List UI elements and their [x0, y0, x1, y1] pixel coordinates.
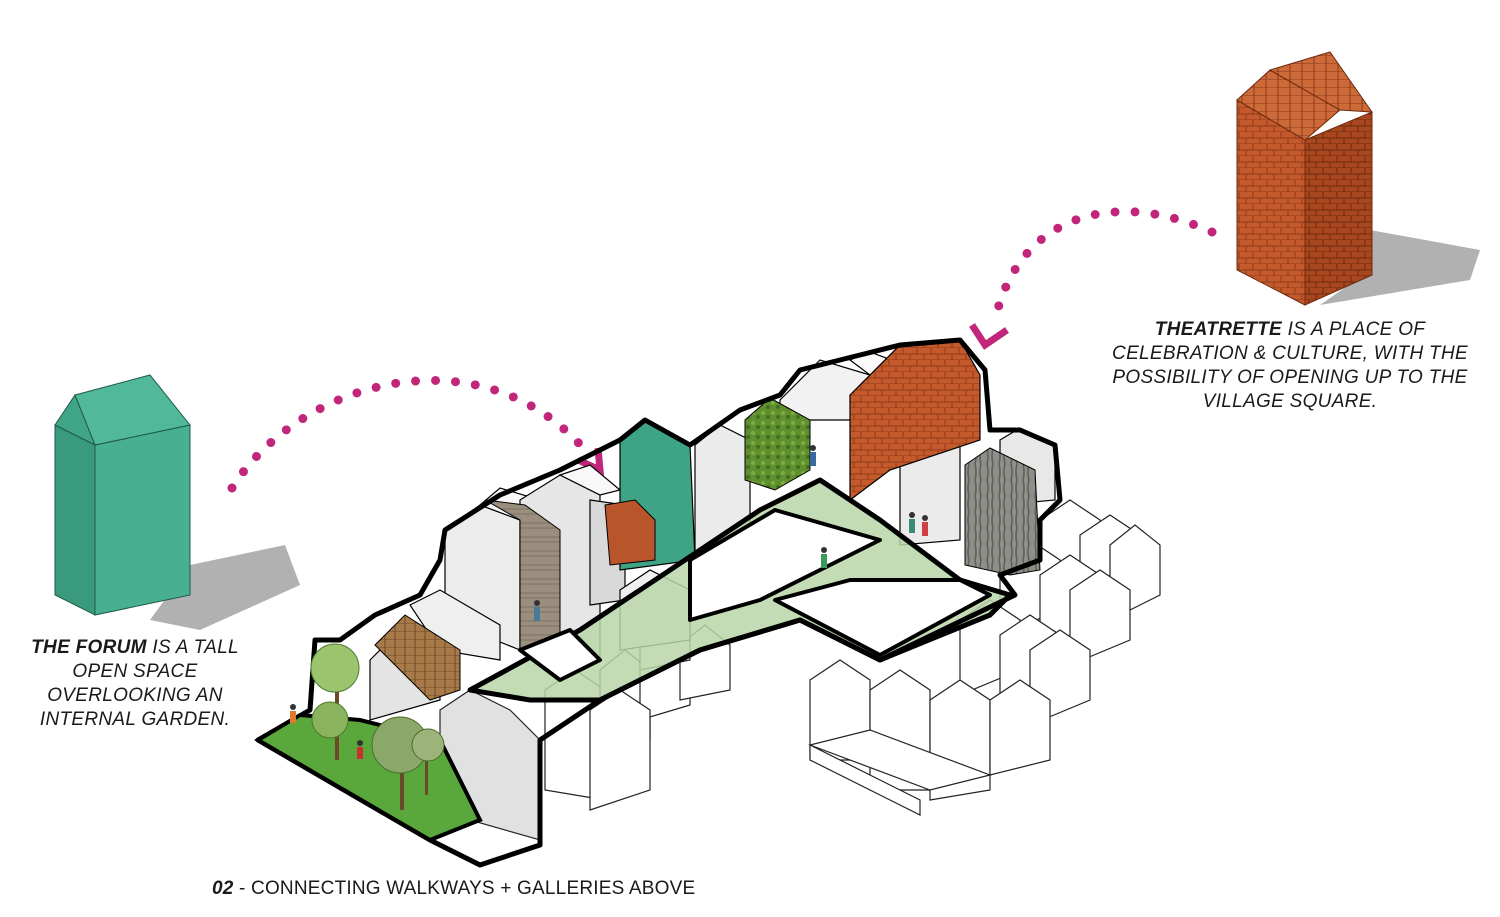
forum-shadow: [150, 545, 300, 630]
diagram-number: 02: [212, 878, 234, 899]
forum-block: [54, 374, 300, 630]
chevron-down-icon: [969, 323, 1009, 350]
internal-garden: [254, 445, 928, 843]
cluster-outline: [255, 337, 1063, 868]
theatrette-shadow: [1320, 230, 1480, 305]
forum-roof: [74, 374, 191, 446]
diagram-title-text: - CONNECTING WALKWAYS + GALLERIES ABOVE: [233, 878, 696, 899]
bark-facade: [964, 447, 1041, 576]
people-figures: [290, 445, 928, 759]
garden-trees: [310, 643, 445, 810]
walkway-voids: [518, 508, 992, 682]
theatrette-caption: THEATRETTE IS A PLACE OF CELEBRATION & C…: [1110, 318, 1470, 414]
forum-caption: THE FORUM IS A TALL OPEN SPACE OVERLOOKI…: [20, 636, 250, 732]
theatrette-relocation-arrow: [969, 207, 1217, 350]
theatrette-caption-bold: THEATRETTE: [1154, 319, 1282, 340]
theatrette-caption-text: IS A PLACE OF CELEBRATION & CULTURE, WIT…: [1112, 319, 1468, 412]
orange-panel: [604, 499, 656, 566]
chevron-down-icon: [576, 447, 605, 476]
theatrette-roof-right: [1268, 51, 1374, 113]
diagram-title: 02 - CONNECTING WALKWAYS + GALLERIES ABO…: [212, 878, 695, 900]
forum-caption-text: IS A TALL OPEN SPACE OVERLOOKING AN INTE…: [39, 637, 239, 730]
theatrette-block: [1236, 51, 1480, 306]
forum-front-face: [54, 424, 96, 616]
forum-relocation-arrow: [227, 375, 605, 493]
theatrette-side-face: [1304, 111, 1373, 306]
forum-caption-bold: THE FORUM: [31, 637, 147, 658]
forum-side-face: [94, 424, 191, 616]
shingle-roof: [374, 614, 461, 701]
